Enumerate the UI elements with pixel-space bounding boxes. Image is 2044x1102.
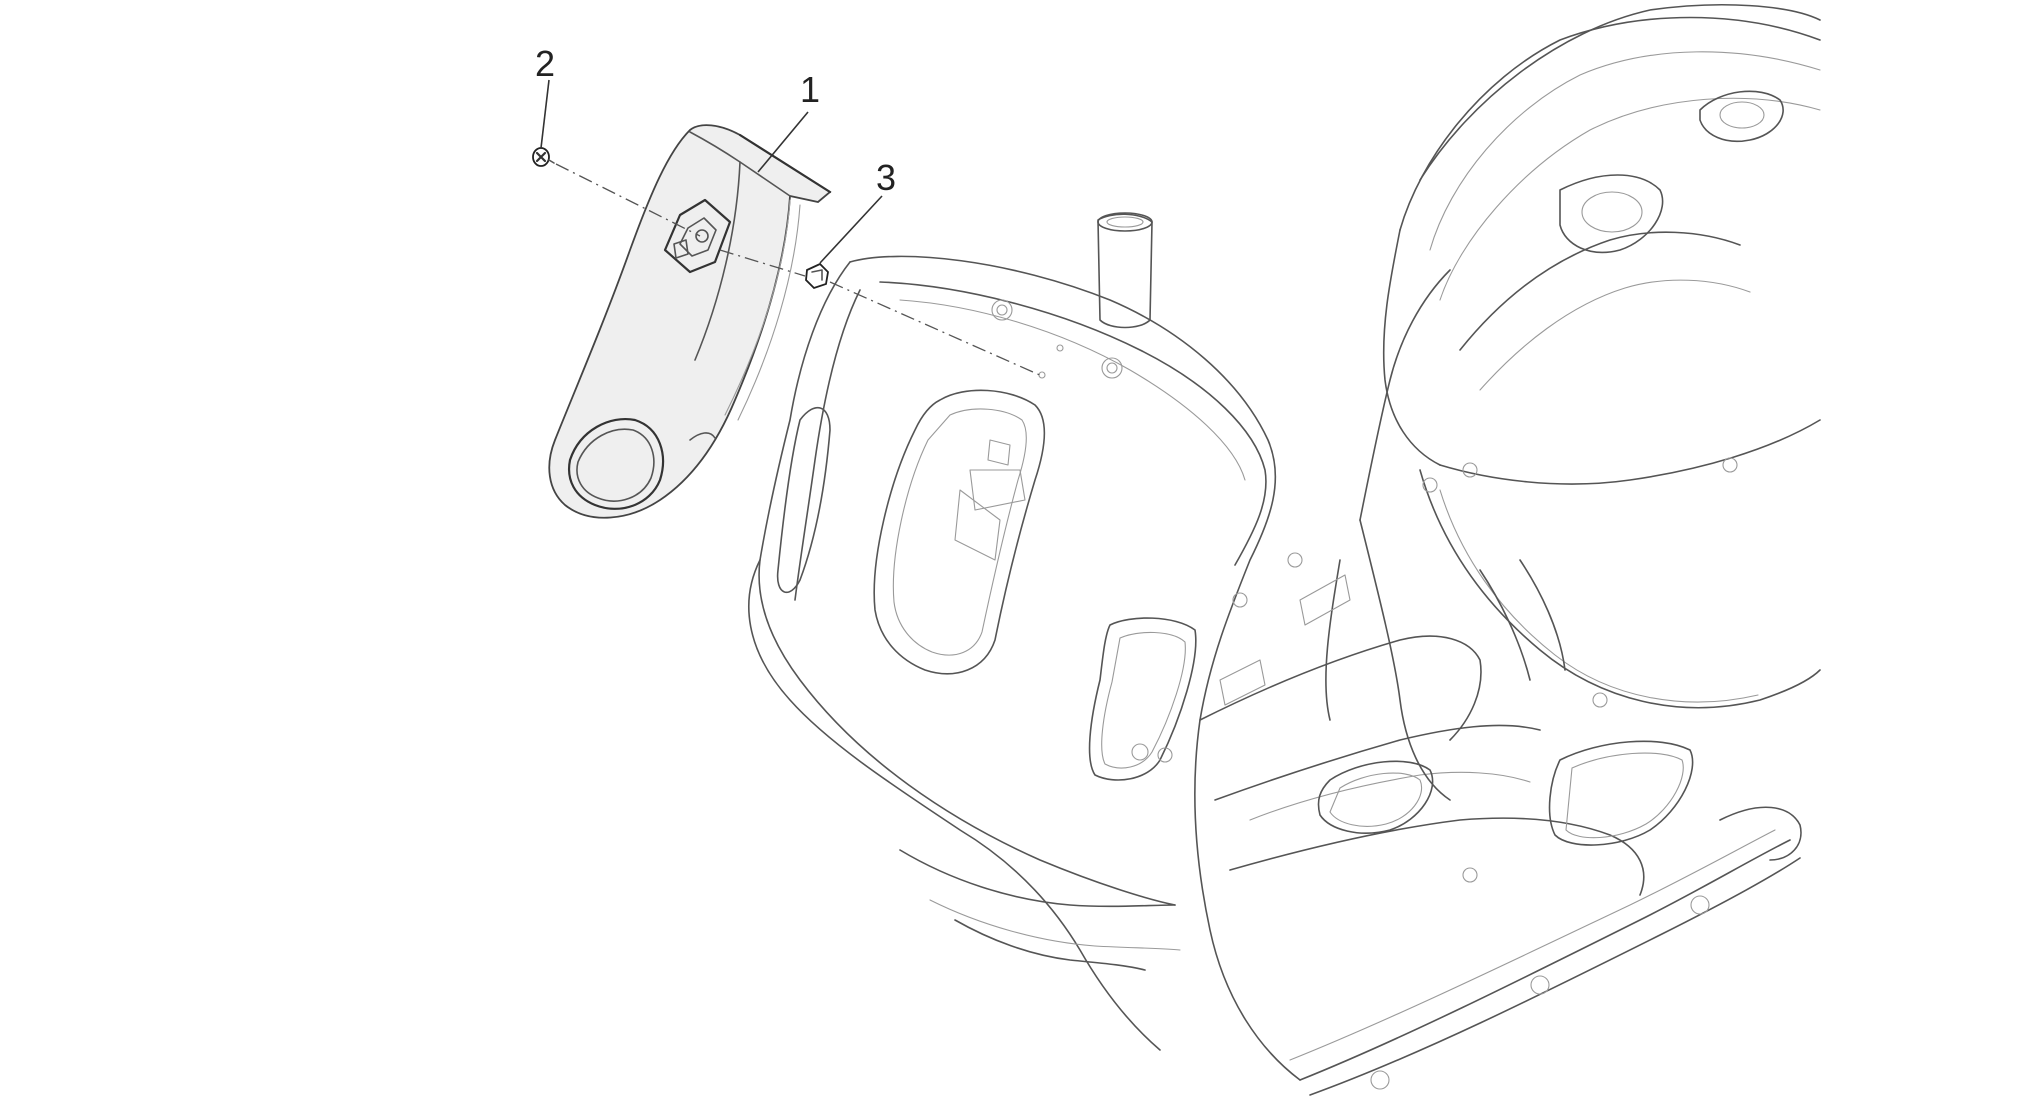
part-2-screw [532,147,555,167]
part-1-horn-cover [548,124,832,519]
axis-line-nut-to-frame [829,281,1043,377]
leader-callout-1 [757,111,809,173]
callout-labels: 1 2 3 [535,43,896,198]
leader-callout-2 [540,79,550,149]
callout-leaders [540,79,883,264]
scooter-frame-assembly [748,3,1821,1096]
part-3-nut-clip [805,262,829,290]
callout-label-2: 2 [535,43,555,84]
leader-callout-3 [819,195,883,264]
axis-line-screw-to-cover [555,163,701,237]
assembly-axis-lines [555,163,1043,377]
callout-label-1: 1 [800,69,820,110]
callout-label-3: 3 [876,157,896,198]
